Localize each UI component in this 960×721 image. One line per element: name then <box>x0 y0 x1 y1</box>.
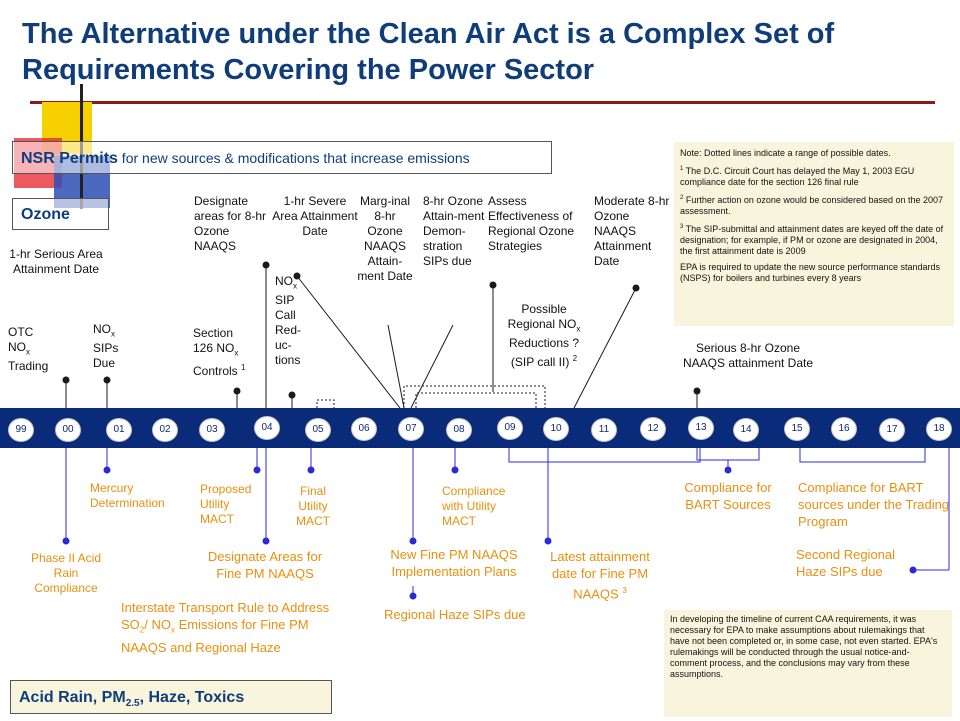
label-serious-8hr: Serious 8-hr Ozone NAAQS attainment Date <box>682 341 814 370</box>
label-marginal-8hr: Marg-inal 8-hr Ozone NAAQS Attain-ment D… <box>357 194 413 283</box>
label-compliance-mact: Compliance with Utility MACT <box>442 484 506 528</box>
slide-title: The Alternative under the Clean Air Act … <box>22 18 835 86</box>
label-second-haze: Second Regional Haze SIPs due <box>796 547 896 579</box>
label-final-mact: Final Utility MACT <box>296 484 330 528</box>
year-15: 15 <box>784 417 810 441</box>
year-11: 11 <box>591 418 617 442</box>
nsr-permits-box: NSR Permits for new sources & modificati… <box>12 141 552 174</box>
note-dotted: Note: Dotted lines indicate a range of p… <box>680 148 891 158</box>
year-12: 12 <box>640 417 666 441</box>
year-10: 10 <box>543 417 569 441</box>
year-00: 00 <box>55 418 81 442</box>
label-bart-sources: Compliance for BART Sources <box>684 480 772 512</box>
title-rule <box>30 101 935 104</box>
year-08: 08 <box>446 418 472 442</box>
note-3: 3 The SIP-submittal and attainment dates… <box>680 224 944 256</box>
note-2: 2 Further action on ozone would be consi… <box>680 195 944 216</box>
label-designate-8hr: Designate areas for 8-hr Ozone NAAQS <box>194 194 267 253</box>
year-17: 17 <box>879 418 905 442</box>
year-03: 03 <box>199 418 225 442</box>
label-bart-trading: Compliance for BART sources under the Tr… <box>798 480 950 529</box>
year-99: 99 <box>8 418 34 442</box>
year-07: 07 <box>398 417 424 441</box>
label-regional-haze: Regional Haze SIPs due <box>384 607 526 622</box>
year-14: 14 <box>733 418 759 442</box>
year-05: 05 <box>305 418 331 442</box>
label-designate-pm: Designate Areas for Fine PM NAAQS <box>207 549 323 581</box>
year-01: 01 <box>106 418 132 442</box>
year-16: 16 <box>831 417 857 441</box>
year-06: 06 <box>351 417 377 441</box>
acid-rain-box: Acid Rain, PM2.5, Haze, Toxics <box>10 680 332 714</box>
label-proposed-mact: Proposed Utility MACT <box>200 482 252 526</box>
year-04: 04 <box>254 416 280 440</box>
label-assess-effectiveness: Assess Effectiveness of Regional Ozone S… <box>488 194 575 253</box>
year-18: 18 <box>926 417 952 441</box>
note-1: 1 The D.C. Circuit Court has delayed the… <box>680 166 915 187</box>
year-09: 09 <box>497 416 523 440</box>
label-1hr-serious: 1-hr Serious Area Attainment Date <box>9 247 103 276</box>
nsr-description: for new sources & modifications that inc… <box>117 150 470 166</box>
year-02: 02 <box>152 418 178 442</box>
ozone-box: Ozone <box>12 198 109 230</box>
year-13: 13 <box>688 416 714 440</box>
label-new-pm-plans: New Fine PM NAAQS Implementation Plans <box>390 547 518 579</box>
label-latest-pm: Latest attainment date for Fine PM NAAQS… <box>550 549 650 602</box>
label-moderate-8hr: Moderate 8-hr Ozone NAAQS Attainment Dat… <box>594 194 670 268</box>
label-1hr-severe: 1-hr Severe Area Attainment Date <box>272 194 358 238</box>
notes-box: Note: Dotted lines indicate a range of p… <box>674 142 954 326</box>
label-mercury: Mercury Determination <box>90 481 165 510</box>
label-demonstration-sips: 8-hr Ozone Attain-ment Demon-stration SI… <box>423 194 485 268</box>
assumptions-note: In developing the timeline of current CA… <box>664 610 952 717</box>
label-phase-ii: Phase II Acid Rain Compliance <box>30 551 102 595</box>
note-nsps: EPA is required to update the new source… <box>680 262 940 283</box>
nsr-label: NSR Permits <box>21 150 118 167</box>
